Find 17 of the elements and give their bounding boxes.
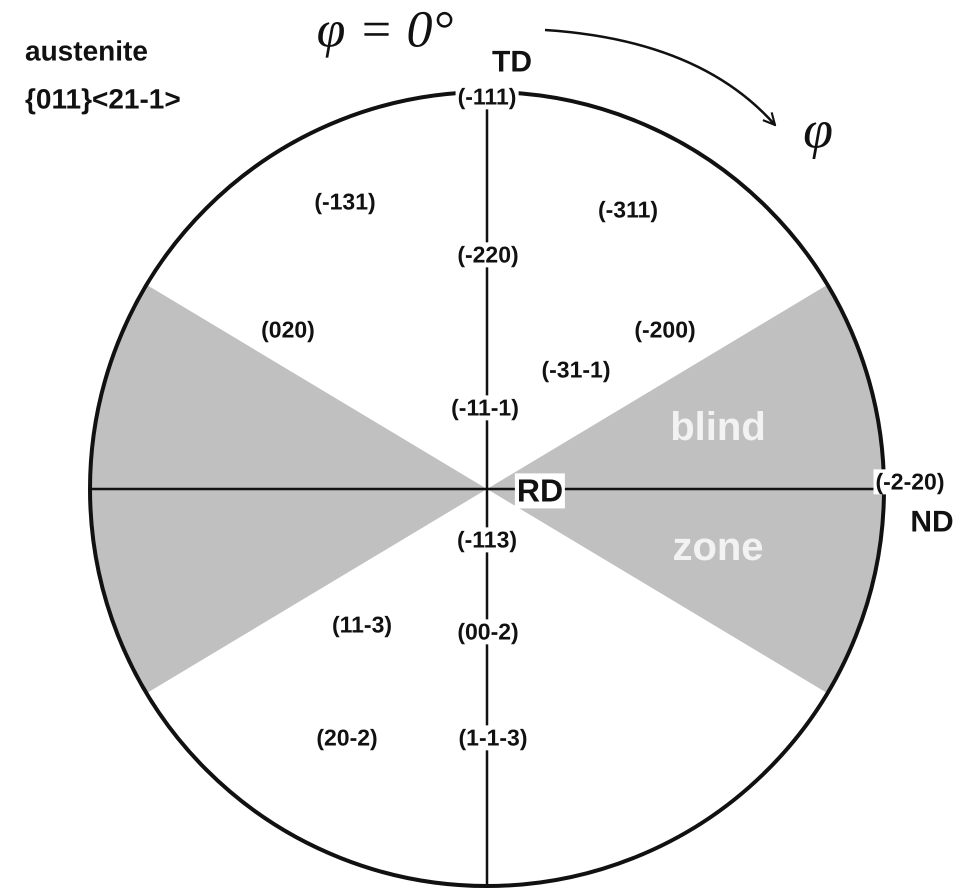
axis-label: RD <box>514 473 566 509</box>
axis-label: TD <box>492 46 532 78</box>
pole-label: (-311) <box>598 197 658 223</box>
material-label: austenite <box>25 36 148 68</box>
pole-label: (-200) <box>634 317 696 343</box>
pole-label: (-2-20) <box>874 469 946 495</box>
pole-label: (11-3) <box>332 612 392 638</box>
angle-label: φ = 0° <box>316 1 454 59</box>
pole-label: (1-1-3) <box>456 725 530 751</box>
axis-label: ND <box>910 506 954 538</box>
pole-label: (-31-1) <box>542 357 610 383</box>
pole-label: (20-2) <box>316 725 378 751</box>
orientation-label: {011}<21-1> <box>25 84 181 116</box>
pole-label: (-11-1) <box>449 395 521 421</box>
angle-symbol: φ <box>803 100 833 160</box>
pole-label: (-131) <box>314 189 376 215</box>
pole-label: (020) <box>261 317 315 343</box>
